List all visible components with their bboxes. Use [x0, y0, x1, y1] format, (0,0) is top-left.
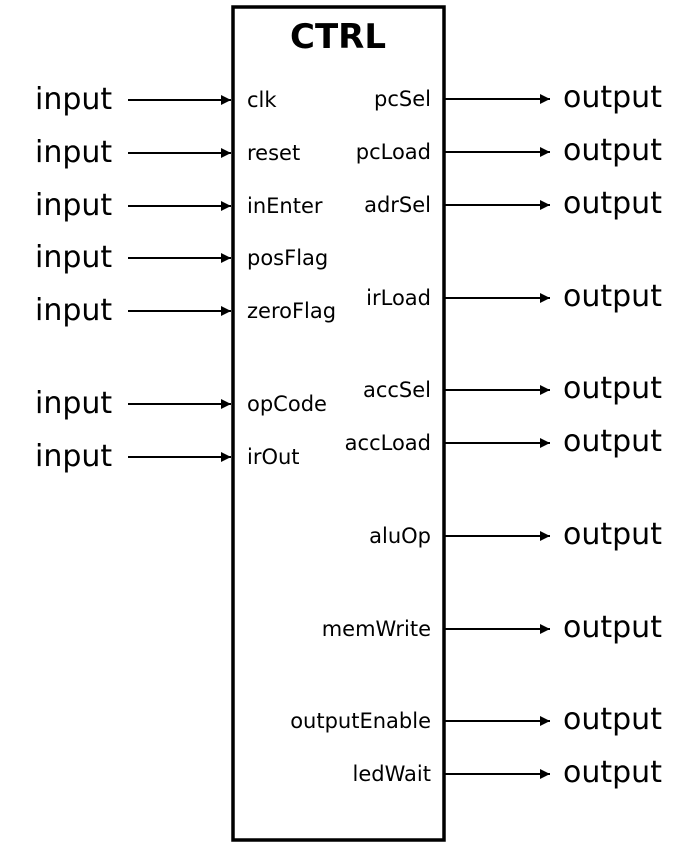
output-label: output	[563, 186, 662, 221]
block-title: CTRL	[290, 17, 386, 57]
output-label: output	[563, 755, 662, 790]
output-label: output	[563, 424, 662, 459]
output-signal: irLoad output	[366, 279, 662, 314]
output-pin-label: accSel	[363, 378, 431, 402]
input-label: input	[35, 240, 112, 275]
output-pin-label: memWrite	[322, 617, 431, 641]
input-signal: input opCode	[35, 386, 327, 421]
output-pin-label: accLoad	[345, 431, 431, 455]
input-label: input	[35, 386, 112, 421]
output-pin-label: aluOp	[369, 524, 431, 548]
output-label: output	[563, 80, 662, 115]
output-pin-label: outputEnable	[290, 709, 431, 733]
input-signal: input posFlag	[35, 240, 328, 275]
output-label: output	[563, 133, 662, 168]
input-pin-label: reset	[247, 141, 300, 165]
output-signal: outputEnable output	[290, 702, 662, 737]
output-signal: accSel output	[363, 371, 662, 406]
input-label: input	[35, 82, 112, 117]
input-label: input	[35, 135, 112, 170]
output-label: output	[563, 279, 662, 314]
output-pin-label: irLoad	[366, 286, 431, 310]
input-signal: input reset	[35, 135, 300, 170]
output-label: output	[563, 371, 662, 406]
output-pin-label: pcSel	[374, 87, 431, 111]
input-signal: input zeroFlag	[35, 293, 336, 328]
input-signals: input clk input reset input inEnter input posFl…	[35, 82, 336, 474]
output-label: output	[563, 702, 662, 737]
output-label: output	[563, 610, 662, 645]
input-pin-label: opCode	[247, 392, 327, 416]
input-label: input	[35, 439, 112, 474]
output-signal: adrSel output	[364, 186, 662, 221]
input-signal: input clk	[35, 82, 277, 117]
output-label: output	[563, 517, 662, 552]
input-pin-label: inEnter	[247, 194, 323, 218]
output-pin-label: pcLoad	[356, 140, 431, 164]
output-signal: pcLoad output	[356, 133, 662, 168]
output-signal: accLoad output	[345, 424, 663, 459]
input-label: input	[35, 293, 112, 328]
ctrl-block	[231, 5, 446, 842]
output-signal: aluOp output	[369, 517, 662, 552]
input-signal: input inEnter	[35, 188, 323, 223]
input-pin-label: posFlag	[247, 246, 328, 270]
output-pin-label: adrSel	[364, 193, 431, 217]
input-label: input	[35, 188, 112, 223]
input-pin-label: zeroFlag	[247, 299, 336, 323]
input-pin-label: irOut	[247, 445, 300, 469]
output-signal: ledWait output	[353, 755, 663, 790]
output-signal: pcSel output	[374, 80, 662, 115]
output-pin-label: ledWait	[353, 762, 431, 786]
input-signal: input irOut	[35, 439, 300, 474]
output-signal: memWrite output	[322, 610, 662, 645]
input-pin-label: clk	[247, 88, 277, 112]
